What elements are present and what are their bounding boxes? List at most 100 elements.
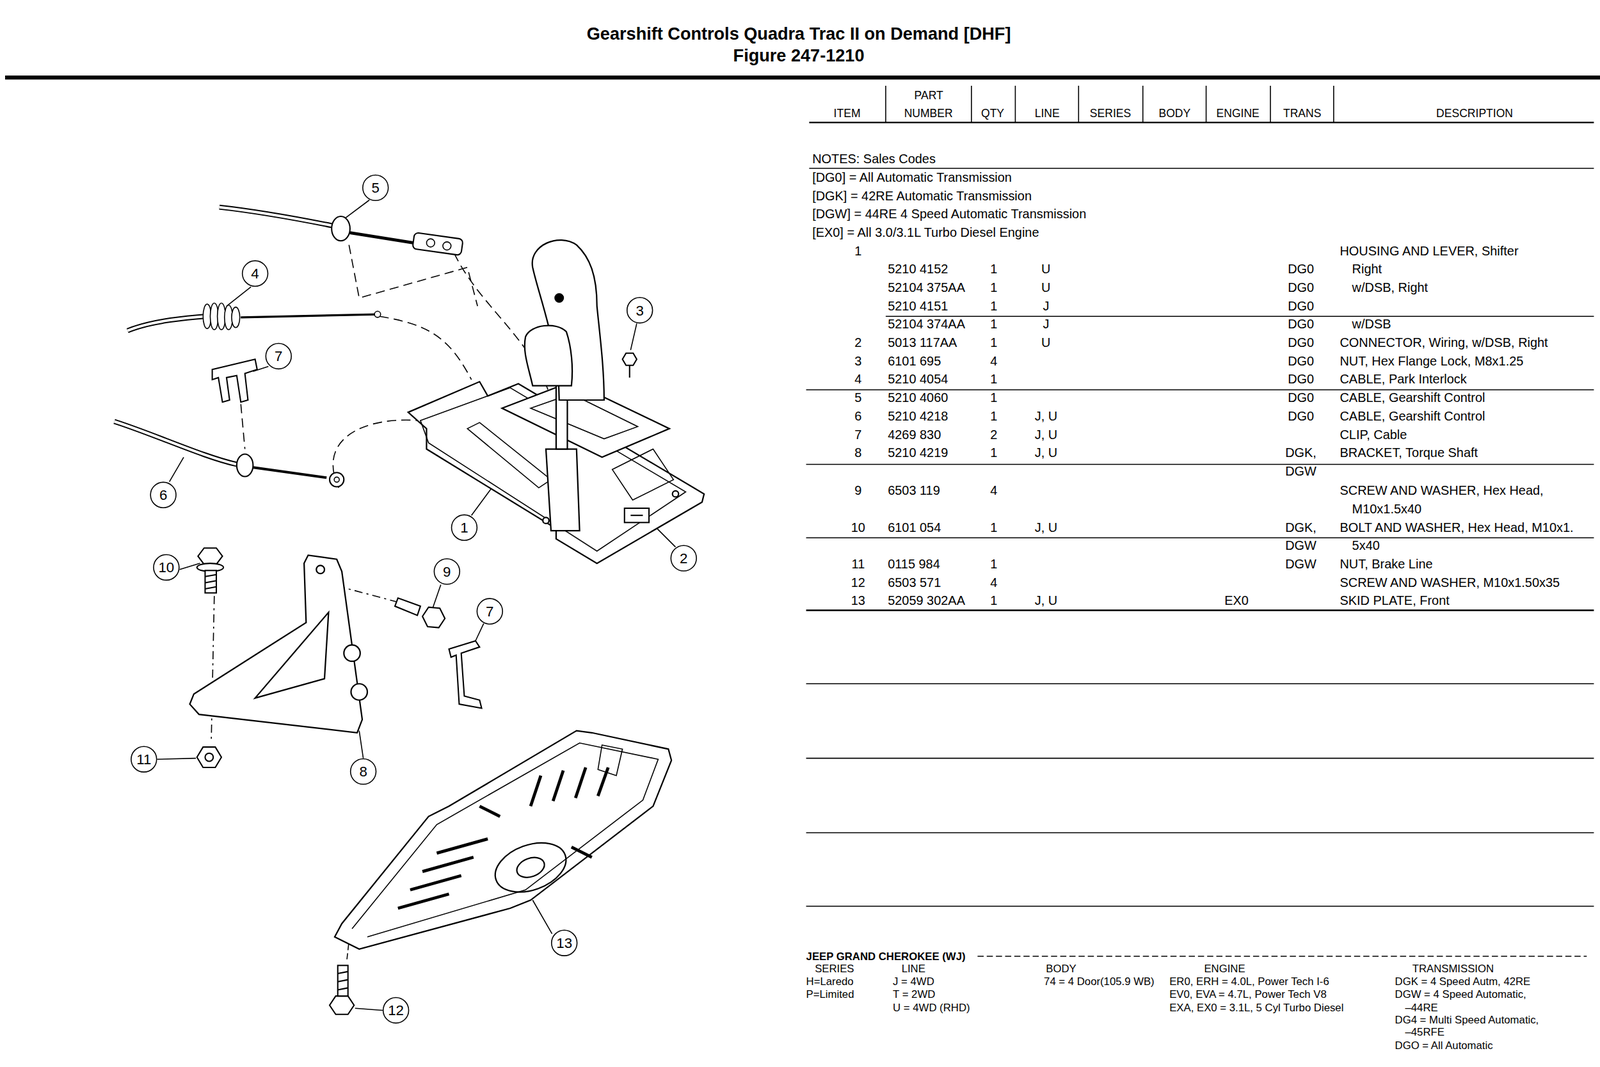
table-cell: 1 <box>990 371 998 388</box>
table-cell: 1 <box>990 280 998 296</box>
footer-text: EXA, EX0 = 3.1L, 5 Cyl Turbo Diesel <box>1169 1000 1344 1014</box>
table-cell: J <box>1042 316 1049 333</box>
hex-bolt <box>204 580 217 583</box>
table-cell: U <box>1041 335 1051 351</box>
assembly-dash-line <box>240 403 245 449</box>
callout-number: 9 <box>442 564 451 579</box>
table-rule <box>1142 85 1144 123</box>
table-rule <box>885 85 887 123</box>
table-cell: 12 <box>851 574 866 591</box>
table-cell: 13 <box>851 593 866 609</box>
leader-line <box>532 899 552 934</box>
column-header: NUMBER <box>904 106 953 121</box>
table-rule <box>1205 85 1208 123</box>
table-rule <box>806 905 1595 907</box>
footer-text: H=Laredo <box>806 974 854 987</box>
shifter-housing <box>408 381 704 564</box>
callout-circle: 7 <box>476 597 504 624</box>
hex-bolt <box>394 597 421 616</box>
hex-bolt <box>337 971 349 974</box>
callout-number: 1 <box>460 520 468 535</box>
table-cell: 6503 571 <box>887 574 941 591</box>
leader-line <box>157 200 676 1011</box>
footer-text: ER0, ERH = 4.0L, Power Tech I-6 <box>1169 974 1330 987</box>
table-cell: 52104 375AA <box>887 280 966 296</box>
table-cell: NUT, Hex Flange Lock, M8x1.25 <box>1339 353 1524 369</box>
table-cell: 4 <box>990 574 998 591</box>
callout-circle: 8 <box>350 758 377 785</box>
callout-number: 3 <box>635 303 644 318</box>
page-title: Gearshift Controls Quadra Trac II on Dem… <box>586 24 1012 46</box>
callout-number: 13 <box>556 935 573 950</box>
callout-number: 12 <box>387 1002 404 1017</box>
callout-number: 10 <box>158 560 175 575</box>
hex-nut <box>622 353 637 378</box>
shifter-housing <box>545 449 580 532</box>
table-rule <box>806 757 1595 760</box>
callout-number: 2 <box>679 551 688 566</box>
gearshift-cable <box>114 421 345 487</box>
footer-text: TRANSMISSION <box>1412 961 1494 975</box>
table-cell: 4 <box>990 483 998 499</box>
park-interlock-cable <box>127 316 205 331</box>
table-cell: BOLT AND WASHER, Hex Head, M10x1. <box>1339 519 1574 536</box>
table-cell: 4269 830 <box>887 426 941 443</box>
table-cell: 7 <box>854 426 862 443</box>
torque-shaft-bracket <box>190 554 368 733</box>
figure-number: Figure 247-1210 <box>733 46 865 68</box>
table-cell: 6503 119 <box>887 483 941 499</box>
callout-circle: 6 <box>149 481 176 509</box>
footer-text: U = 4WD (RHD) <box>892 1000 970 1014</box>
table-cell: 1 <box>990 316 998 333</box>
callout-circle: 11 <box>130 746 157 773</box>
table-cell: 1 <box>990 408 998 425</box>
hex-bolt <box>197 746 222 768</box>
callout-circle: 10 <box>152 554 180 581</box>
table-cell: DG0 <box>1287 390 1314 406</box>
callout-number: 5 <box>371 180 380 195</box>
table-cell: 52104 374AA <box>887 316 966 333</box>
table-cell: CLIP, Cable <box>1339 426 1407 443</box>
gearshift-cable <box>350 232 414 244</box>
gearshift-cable <box>252 467 327 478</box>
table-cell: Right <box>1352 261 1383 278</box>
skid-plate <box>530 775 541 807</box>
table-cell: M10x1.5x40 <box>1352 501 1423 518</box>
footer-text: –45RFE <box>1404 1025 1444 1039</box>
table-rule <box>808 121 1594 123</box>
hex-bolt <box>337 979 349 982</box>
skid-plate <box>575 767 586 799</box>
skid-plate <box>552 770 564 802</box>
gearshift-cable <box>236 454 254 477</box>
cable-clip <box>449 640 482 708</box>
column-header: DESCRIPTION <box>1436 106 1513 121</box>
callout-number: 11 <box>136 752 152 767</box>
table-cell: 6101 695 <box>887 353 941 369</box>
table-cell: 2 <box>854 335 862 351</box>
footer-text: DGK = 4 Speed Autm, 42RE <box>1395 974 1531 987</box>
callout-circle: 4 <box>241 260 269 287</box>
table-cell: BRACKET, Torque Shaft <box>1339 445 1478 461</box>
table-cell: DG0 <box>1287 335 1314 351</box>
table-cell: 4 <box>990 353 998 369</box>
skid-plate <box>334 730 672 950</box>
column-header: SERIES <box>1089 106 1131 121</box>
skid-plate <box>513 853 548 881</box>
gearshift-cable <box>334 476 340 482</box>
table-cell: 5210 4218 <box>887 408 948 425</box>
table-cell: J, U <box>1034 519 1058 536</box>
callout-circle: 5 <box>362 174 389 201</box>
leader-line <box>630 323 637 350</box>
table-cell: 1 <box>990 298 998 314</box>
footer-text: SERIES <box>814 961 854 975</box>
table-rule <box>806 464 1595 466</box>
table-cell: 5210 4151 <box>887 298 948 314</box>
table-cell: NUT, Brake Line <box>1339 556 1433 573</box>
table-rule <box>1333 85 1335 123</box>
table-cell: 2 <box>990 426 998 443</box>
callout-number: 8 <box>359 764 367 779</box>
park-interlock-cable <box>374 311 381 318</box>
table-rule <box>1269 85 1272 123</box>
table-cell: 9 <box>854 483 862 499</box>
leader-line <box>344 200 370 219</box>
